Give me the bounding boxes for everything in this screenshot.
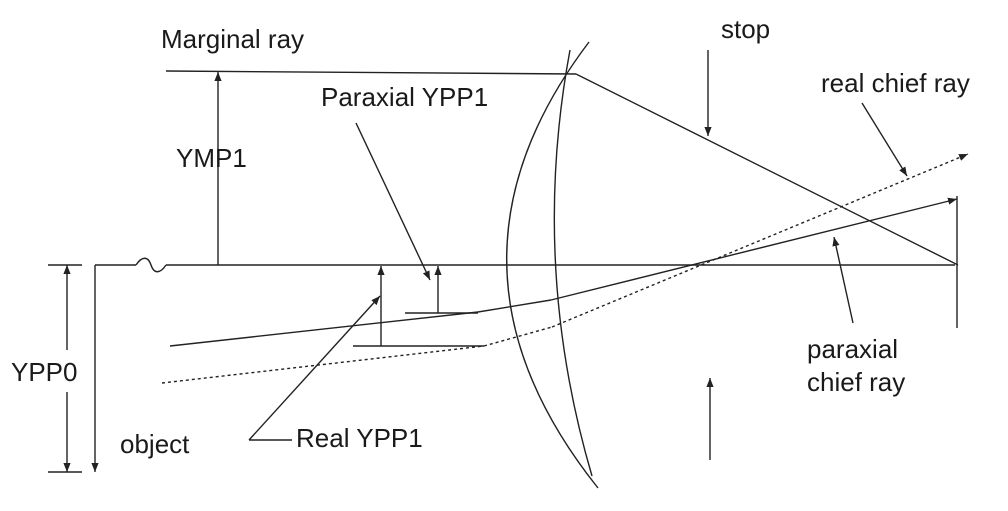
- lens: [506, 41, 599, 489]
- paraxial-ypp1-label: Paraxial YPP1: [321, 82, 488, 112]
- paraxial-chief-ray-label-line2: chief ray: [807, 367, 905, 397]
- paraxial-chief-ray-leader: [832, 236, 854, 324]
- real-chief-ray: [161, 153, 969, 384]
- marginal-ray: [165, 70, 959, 266]
- paraxial-ypp1-indicator: [405, 266, 478, 314]
- real-ypp1-label: Real YPP1: [296, 423, 423, 453]
- optical-axis: [95, 257, 955, 273]
- real-ypp1-leader: [248, 295, 381, 441]
- paraxial-chief-ray: [169, 197, 958, 347]
- real-ypp1-indicator: [353, 266, 484, 347]
- ypp0-dimension: [48, 264, 82, 473]
- stop-label: stop: [721, 14, 770, 44]
- marginal-ray-label: Marginal ray: [161, 24, 304, 54]
- object-label: object: [120, 429, 190, 459]
- real-chief-ray-label: real chief ray: [821, 68, 970, 98]
- ypp0-label: YPP0: [11, 357, 78, 387]
- paraxial-ypp1-leader: [355, 122, 431, 281]
- real-chief-ray-leader: [861, 102, 908, 177]
- paraxial-chief-ray-label-line1: paraxial: [807, 334, 898, 364]
- ymp1-label: YMP1: [176, 143, 247, 173]
